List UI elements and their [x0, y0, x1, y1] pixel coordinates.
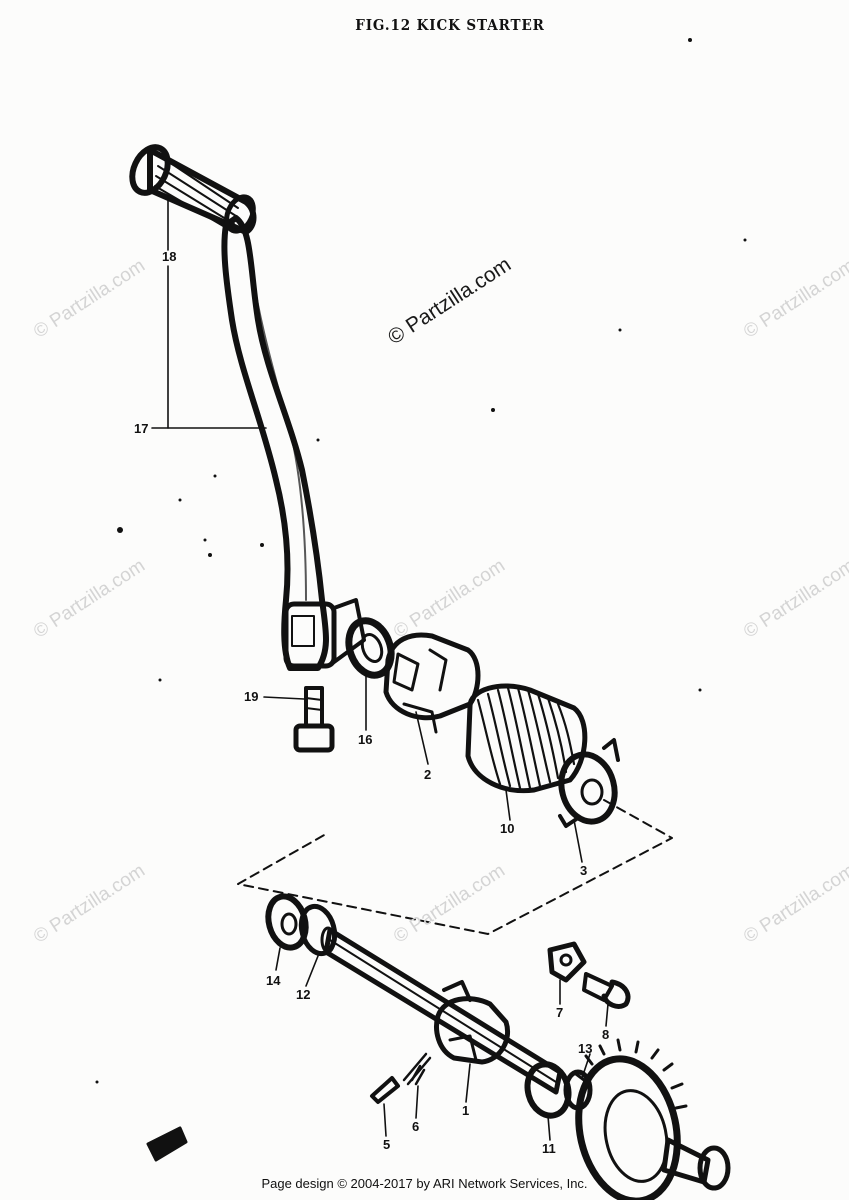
callout-12: 12	[296, 987, 311, 1002]
assembly-outline	[237, 799, 673, 935]
grip-rubber	[129, 144, 257, 235]
lever-bolt	[293, 686, 335, 753]
stopper-screw	[582, 972, 631, 1009]
callout-18: 18	[162, 249, 177, 264]
callout-11: 11	[542, 1141, 556, 1156]
callout-19: 19	[244, 689, 259, 704]
callout-17: 17	[134, 421, 149, 436]
kick-guide	[383, 632, 481, 734]
callout-13: 13	[578, 1041, 593, 1056]
spare-part	[146, 1126, 188, 1162]
spring-guide	[558, 738, 620, 828]
scan-noise	[95, 38, 747, 1084]
callout-6: 6	[412, 1119, 420, 1134]
callout-1: 1	[462, 1103, 470, 1118]
page-footer: Page design © 2004-2017 by ARI Network S…	[261, 1176, 588, 1191]
kick-lever	[221, 215, 366, 671]
figure-title: FIG.12 KICK STARTER	[355, 16, 545, 34]
callout-5: 5	[383, 1137, 391, 1152]
callout-8: 8	[602, 1027, 610, 1042]
callout-10: 10	[500, 821, 515, 836]
callout-16: 16	[358, 732, 373, 747]
kick-spring	[465, 683, 588, 794]
callout-2: 2	[424, 767, 432, 782]
oil-seal	[345, 617, 395, 679]
callout-14: 14	[266, 973, 281, 988]
leader-lines	[151, 195, 609, 1141]
callout-3: 3	[580, 863, 588, 878]
kick-pawl	[434, 980, 510, 1065]
stopper-plate	[547, 941, 587, 983]
pawl-spring	[402, 1052, 432, 1086]
callout-7: 7	[556, 1005, 564, 1020]
pawl-pin	[370, 1076, 400, 1104]
kick-gear	[574, 1038, 731, 1200]
